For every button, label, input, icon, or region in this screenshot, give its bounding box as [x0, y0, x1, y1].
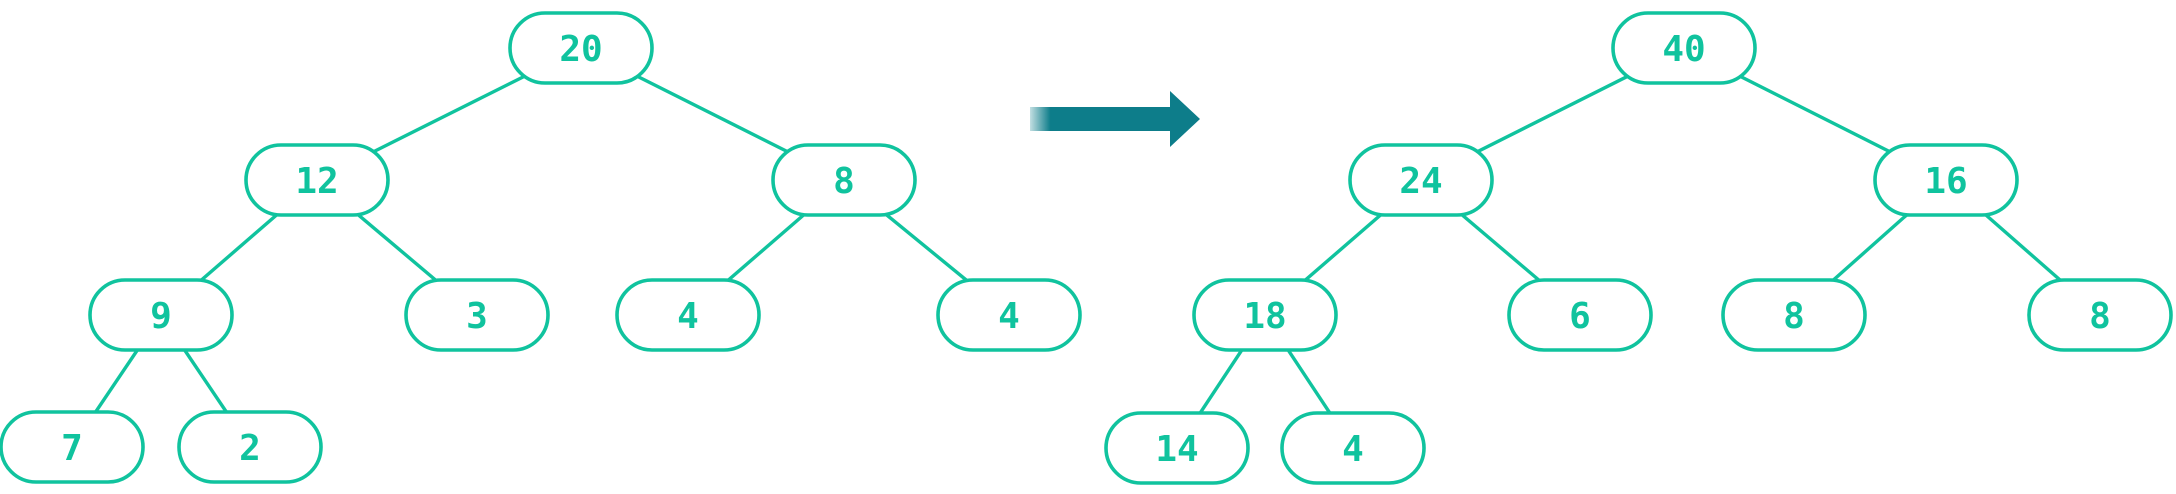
- tree-node-shape: [88, 278, 234, 352]
- tree-node-after-8: 8: [1721, 278, 1867, 352]
- tree-node-after-24: 24: [1348, 143, 1494, 217]
- tree-node-shape: [2027, 278, 2173, 352]
- tree-node-shape: [1611, 11, 1757, 85]
- tree-node-before-4: 4: [615, 278, 761, 352]
- tree-node-before-20: 20: [508, 11, 654, 85]
- tree-node-shape: [1721, 278, 1867, 352]
- tree-node-before-7: 7: [0, 410, 145, 484]
- tree-node-label: 8: [833, 161, 855, 202]
- tree-node-label: 3: [466, 296, 488, 337]
- tree-node-label: 9: [150, 296, 172, 337]
- tree-node-label: 6: [1569, 296, 1591, 337]
- tree-node-label: 8: [2089, 296, 2111, 337]
- tree-node-before-12: 12: [244, 143, 390, 217]
- tree-node-label: 18: [1243, 296, 1286, 337]
- tree-node-before-3: 3: [404, 278, 550, 352]
- tree-node-label: 24: [1399, 161, 1442, 202]
- tree-node-shape: [1873, 143, 2019, 217]
- tree-node-before-2: 2: [177, 410, 323, 484]
- tree-node-label: 20: [559, 29, 602, 70]
- tree-node-label: 2: [239, 428, 261, 469]
- tree-before: 20 12 8 9 3 4 4 7 2: [0, 11, 1082, 484]
- tree-node-label: 40: [1662, 29, 1705, 70]
- tree-node-label: 16: [1924, 161, 1967, 202]
- tree-node-shape: [1192, 278, 1338, 352]
- tree-node-after-18: 18: [1192, 278, 1338, 352]
- tree-node-label: 12: [295, 161, 338, 202]
- tree-node-shape: [936, 278, 1082, 352]
- tree-node-shape: [508, 11, 654, 85]
- tree-node-after-40: 40: [1611, 11, 1757, 85]
- tree-node-before-4: 4: [936, 278, 1082, 352]
- tree-node-shape: [244, 143, 390, 217]
- tree-node-before-8: 8: [771, 143, 917, 217]
- tree-node-shape: [615, 278, 761, 352]
- tree-node-after-14: 14: [1104, 411, 1250, 485]
- tree-node-after-6: 6: [1507, 278, 1653, 352]
- tree-node-after-8: 8: [2027, 278, 2173, 352]
- tree-node-shape: [771, 143, 917, 217]
- tree-after: 40 24 16 18 6 8 8 14 4: [1104, 11, 2173, 485]
- transform-arrow-icon: [1030, 91, 1200, 147]
- tree-node-label: 14: [1155, 429, 1198, 470]
- tree-node-before-9: 9: [88, 278, 234, 352]
- tree-node-shape: [1348, 143, 1494, 217]
- tree-node-label: 8: [1783, 296, 1805, 337]
- tree-node-label: 4: [998, 296, 1020, 337]
- tree-node-shape: [177, 410, 323, 484]
- tree-node-label: 4: [1342, 429, 1364, 470]
- tree-node-label: 7: [61, 428, 83, 469]
- tree-node-shape: [1507, 278, 1653, 352]
- tree-node-shape: [404, 278, 550, 352]
- tree-node-after-4: 4: [1280, 411, 1426, 485]
- tree-node-shape: [0, 410, 145, 484]
- tree-node-shape: [1280, 411, 1426, 485]
- tree-node-label: 4: [677, 296, 699, 337]
- tree-node-shape: [1104, 411, 1250, 485]
- tree-node-after-16: 16: [1873, 143, 2019, 217]
